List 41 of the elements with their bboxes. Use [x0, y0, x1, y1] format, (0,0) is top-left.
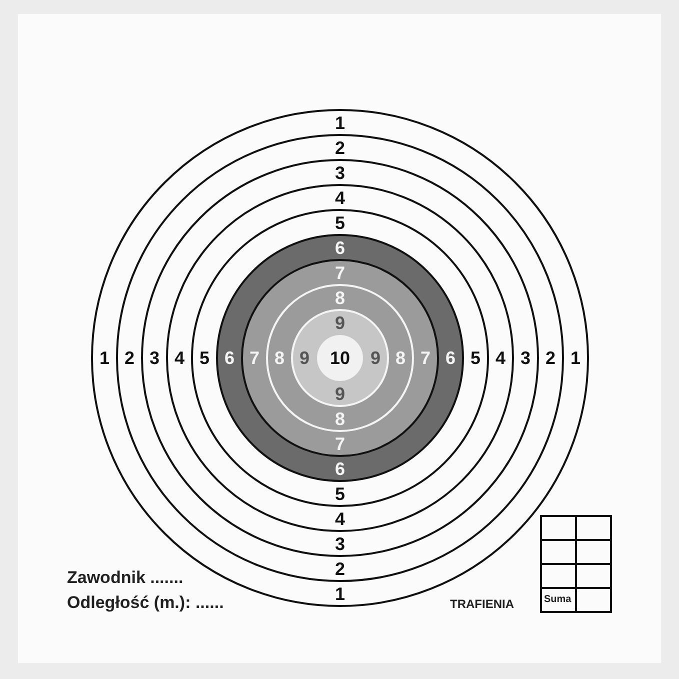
ring-number: 7 [420, 349, 430, 367]
ring-number: 2 [546, 349, 556, 367]
ring-number: 2 [335, 560, 345, 578]
ring-number: 7 [335, 264, 345, 282]
ring-number: 3 [520, 349, 530, 367]
ring-number: 5 [335, 214, 345, 232]
ring-number: 3 [335, 164, 345, 182]
ring-number: 3 [335, 534, 345, 552]
ring-number: 10 [330, 349, 350, 367]
ring-number: 8 [396, 349, 406, 367]
ring-number: 6 [224, 349, 234, 367]
sum-label: Suma [544, 595, 572, 605]
ring-number: 2 [124, 349, 134, 367]
ring-number: 4 [496, 349, 506, 367]
ring-number: 5 [200, 349, 210, 367]
ring-number: 5 [335, 484, 345, 502]
ring-number: 1 [335, 114, 345, 132]
ring-number: 7 [335, 434, 345, 452]
ring-number: 9 [300, 349, 310, 367]
ring-number: 8 [335, 288, 345, 306]
ring-number: 9 [370, 349, 380, 367]
competitor-field-label: Zawodnik ....... [67, 569, 184, 586]
ring-number: 4 [174, 349, 184, 367]
distance-field-label: Odległość (m.): ...... [67, 594, 224, 611]
ring-number: 7 [250, 349, 260, 367]
ring-number: 8 [274, 349, 284, 367]
ring-number: 4 [335, 510, 345, 528]
ring-number: 9 [335, 384, 345, 402]
ring-number: 8 [335, 410, 345, 428]
ring-number: 6 [335, 460, 345, 478]
ring-number: 4 [335, 188, 345, 206]
ring-number: 5 [470, 349, 480, 367]
ring-number: 3 [150, 349, 160, 367]
ring-number: 6 [335, 238, 345, 256]
hits-label: TRAFIENIA [450, 598, 514, 610]
ring-number: 1 [570, 349, 580, 367]
ring-number: 9 [335, 314, 345, 332]
ring-number: 1 [100, 349, 110, 367]
ring-number: 1 [335, 584, 345, 602]
ring-number: 2 [335, 138, 345, 156]
ring-number: 6 [446, 349, 456, 367]
